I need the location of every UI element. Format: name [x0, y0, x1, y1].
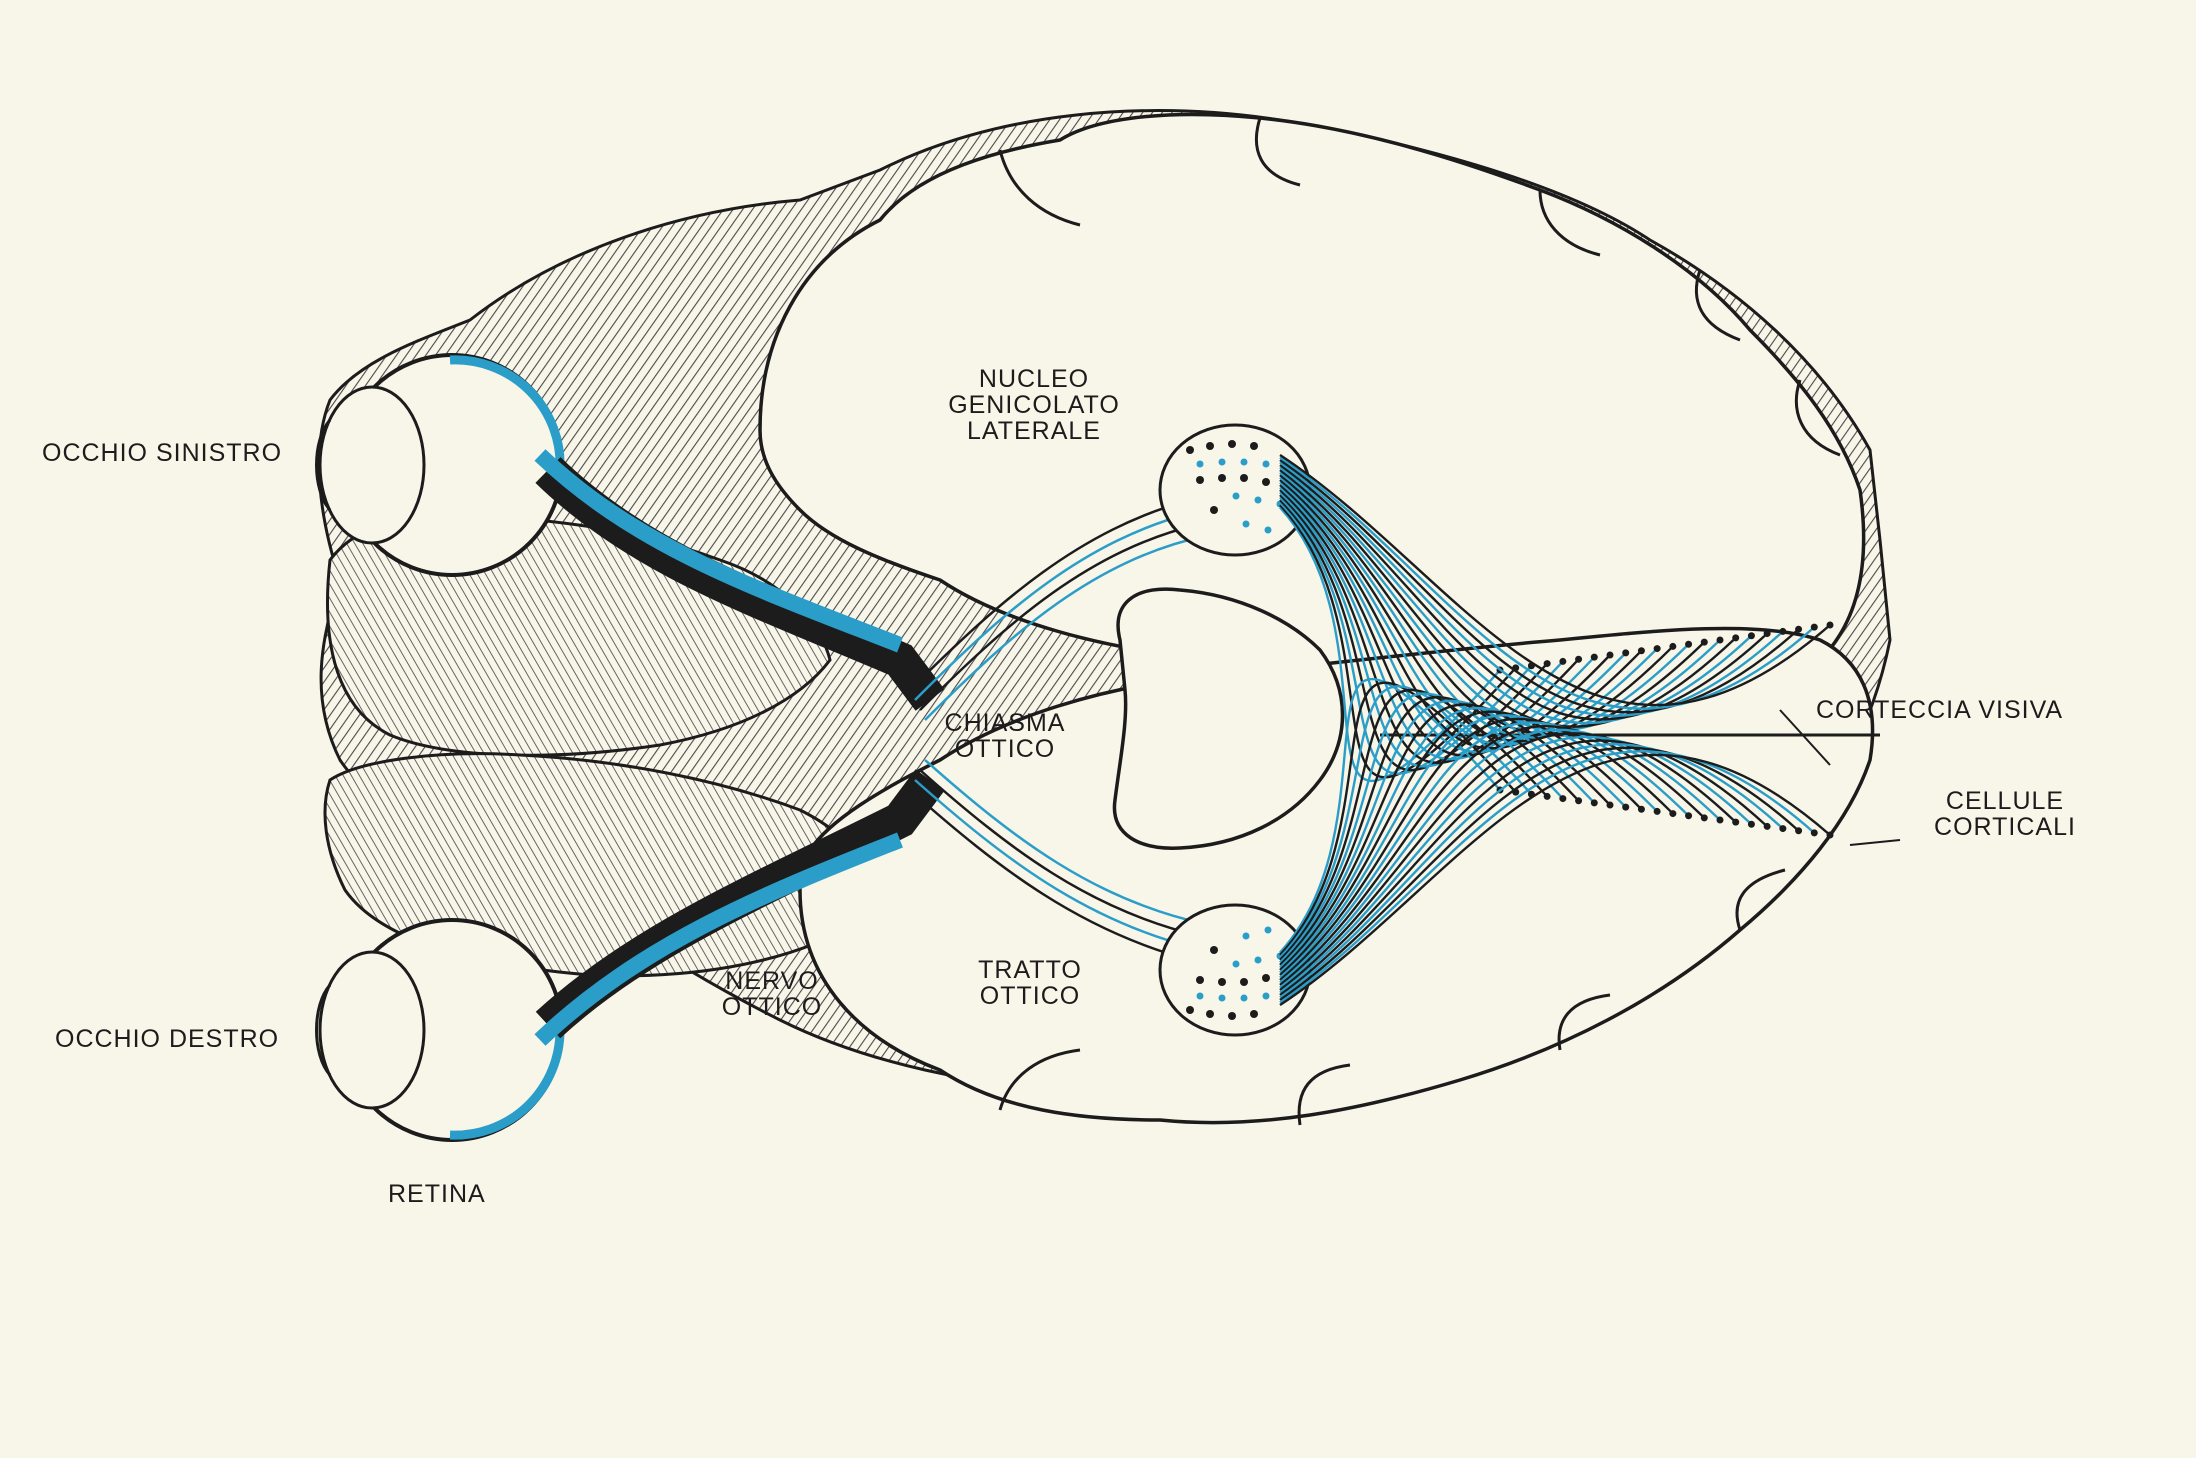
optic-tract-label: TRATTO OTTICO [970, 957, 1090, 1009]
cortical-cell-dot [1779, 825, 1787, 833]
optic-nerve-label-line2: OTTICO [721, 993, 823, 1021]
cortical-cell-dot [1543, 660, 1551, 668]
radiation-fiber [1279, 476, 1690, 739]
cortical-cell-dot [1637, 805, 1645, 813]
radiation-fiber [1279, 499, 1549, 772]
chiasm-label-line1: CHIASMA [944, 709, 1066, 737]
cortical-cell-dot [1810, 829, 1818, 837]
chiasm-label: CHIASMA OTTICO [940, 710, 1070, 762]
radiation-fiber [1279, 459, 1800, 714]
optic-tracts [909, 498, 1206, 962]
radiation-fiber [1279, 739, 1768, 996]
cortical-cell-dot [1747, 632, 1755, 640]
cortical-cell-dot [1795, 625, 1803, 633]
right-eye-label: OCCHIO DESTRO [55, 1025, 280, 1053]
radiation-fiber [1279, 721, 1690, 984]
cortical-cell-dot [1559, 795, 1567, 803]
cortical-cell-dot [1700, 638, 1708, 646]
radiation-fiber [1279, 728, 1721, 989]
lgn-label: NUCLEO GENICOLATO LATERALE [934, 366, 1134, 444]
radiation-fiber [1279, 501, 1533, 775]
radiation-fiber [1279, 724, 1706, 986]
optic-nerves [534, 449, 945, 1046]
optic-tract-label-line1: TRATTO [978, 956, 1082, 984]
cortical-cell-dot [1637, 647, 1645, 655]
radiation-fiber [1279, 453, 1831, 707]
lgn-label-line1: NUCLEO [978, 365, 1090, 393]
cortical-cell-dot [1653, 645, 1661, 653]
radiation-fiber [1279, 506, 1501, 783]
radiation-fiber [1279, 504, 1517, 779]
cortical-cell-dot [1622, 803, 1630, 811]
radiation-fiber [1279, 471, 1721, 732]
cortical-cell-dot [1732, 634, 1740, 642]
cortical-cell-dot [1669, 642, 1677, 650]
radiation-fiber [1279, 735, 1753, 994]
cortical-cell-dot [1685, 812, 1693, 820]
cortical-cell-dot [1763, 630, 1771, 638]
radiation-fiber [1279, 688, 1549, 961]
cortical-cells-label-line1: CELLULE [1945, 787, 2065, 815]
cortical-cell-dot [1606, 651, 1614, 659]
cortical-cell-dot [1716, 636, 1724, 644]
optic-nerve-label-line1: NERVO [725, 967, 819, 995]
cortical-cell-dot [1810, 623, 1818, 631]
radiation-fiber [1279, 692, 1564, 964]
cortical-cell-dot [1747, 820, 1755, 828]
cortical-cell-dot [1685, 640, 1693, 648]
cortical-cell-dot [1622, 649, 1630, 657]
lgn-label-line2: GENICOLATO [948, 391, 1120, 419]
radiation-fiber [1279, 681, 1517, 956]
cortical-cell-dot [1575, 797, 1583, 805]
cortical-cell-dot [1575, 655, 1583, 663]
radiation-fiber [1279, 732, 1737, 991]
cortical-cell-dot [1826, 621, 1834, 629]
radiation-fiber [1279, 474, 1706, 736]
radiation-fiber [1279, 746, 1800, 1001]
visual-cortex-label: CORTECCIA VISIVA [1816, 696, 2064, 724]
radiation-fiber [1279, 466, 1753, 725]
retina-label: RETINA [388, 1180, 486, 1208]
cortical-cell-dot [1716, 816, 1724, 824]
radiation-fiber [1279, 753, 1831, 1007]
leader-lines [1779, 709, 1901, 846]
cortical-cell-dot [1763, 822, 1771, 830]
lgn-label-line3: LATERALE [967, 417, 1101, 445]
cortical-cell-dot [1590, 653, 1598, 661]
cortical-cell-dot [1795, 827, 1803, 835]
cortical-cell-dot [1653, 807, 1661, 815]
radiation-fiber [1279, 456, 1816, 710]
left-eye-label: OCCHIO SINISTRO [42, 439, 283, 467]
optic-tract-label-line2: OTTICO [979, 982, 1081, 1010]
lateral-geniculate-nucleus-left [1158, 423, 1312, 557]
radiation-fiber [1279, 742, 1784, 999]
cortical-cell-dot [1779, 627, 1787, 635]
radiation-fiber [1279, 685, 1533, 959]
cortical-cell-dot [1700, 814, 1708, 822]
optic-nerve-label: NERVO OTTICO [712, 968, 832, 1020]
radiation-fiber [1279, 461, 1784, 718]
chiasm-label-line2: OTTICO [954, 735, 1056, 763]
left-eyeball-icon [315, 353, 565, 577]
cortical-cell-dot [1543, 792, 1551, 800]
radiation-fiber [1279, 677, 1501, 954]
cortical-cell-dot [1590, 799, 1598, 807]
radiation-fiber [1279, 750, 1816, 1004]
optic-radiation-right [1279, 677, 1834, 1007]
cortical-cells-label: CELLULE CORTICALI [1920, 788, 2090, 840]
cortical-cell-dot [1559, 657, 1567, 665]
cortical-cell-dot [1669, 810, 1677, 818]
cortical-cells-label-line2: CORTICALI [1934, 813, 2076, 841]
radiation-fiber [1279, 464, 1768, 721]
cortical-cell-dot [1606, 801, 1614, 809]
cortical-cell-dot [1826, 831, 1834, 839]
left-hemisphere [758, 112, 1866, 698]
right-eyeball-icon [315, 918, 565, 1142]
radiation-fiber [1279, 469, 1737, 728]
cortical-cell-dot [1732, 818, 1740, 826]
